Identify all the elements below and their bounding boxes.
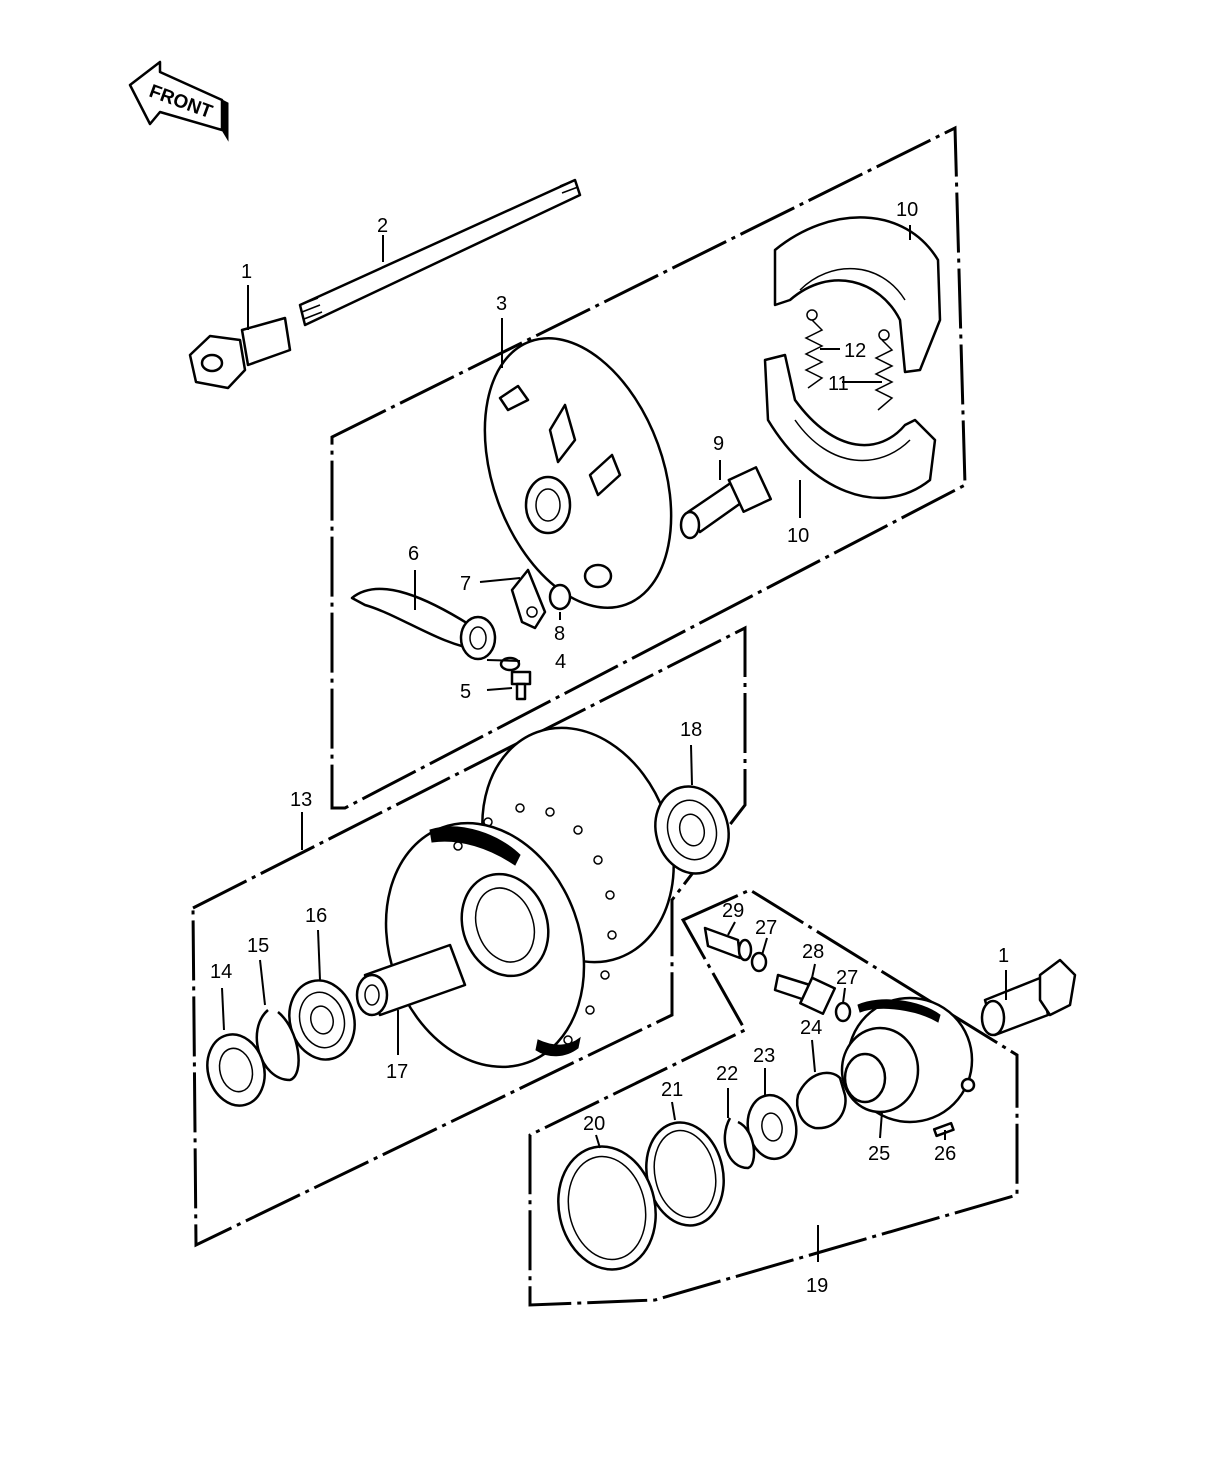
part-label-1-upper: 1 (241, 261, 252, 283)
shoe-spring-11 (874, 329, 894, 411)
part-label-28: 28 (802, 941, 824, 963)
leader-lines (221, 225, 1007, 1262)
part-label-14: 14 (210, 961, 232, 983)
pinion-gear-28 (773, 973, 837, 1016)
hub-group-frame (191, 625, 747, 1248)
axle-bolt-upper (188, 316, 292, 390)
part-label-10-upper: 10 (896, 199, 918, 221)
part-label-6: 6 (408, 543, 419, 565)
washer-27a (750, 951, 768, 973)
part-label-1-lower: 1 (998, 945, 1009, 967)
part-label-27-lower: 27 (836, 967, 858, 989)
speedometer-gear-group-frame (528, 888, 1019, 1307)
axle-bolt-lower (980, 958, 1077, 1037)
brake-shoe-upper (773, 216, 942, 374)
part-label-29: 29 (722, 900, 744, 922)
washer-27b (834, 1001, 852, 1023)
speedometer-gear-housing (840, 996, 976, 1124)
part-number-labels: 1 2 3 4 5 6 7 8 9 10 10 11 12 13 14 15 1… (210, 199, 1009, 1297)
brake-cam-lever (350, 587, 497, 661)
part-label-9: 9 (713, 433, 724, 455)
axle-shaft (298, 178, 582, 327)
oil-seal-14 (206, 1033, 266, 1107)
part-label-2: 2 (377, 215, 388, 237)
speedometer-fitting-29 (703, 926, 753, 962)
pin-26 (932, 1121, 955, 1138)
brake-shoe-lower (763, 353, 937, 500)
part-label-19: 19 (806, 1275, 828, 1297)
distance-collar (355, 943, 467, 1017)
part-label-8: 8 (554, 623, 565, 645)
front-arrow-icon: FRONT (128, 60, 229, 142)
wear-indicator-plate (510, 568, 547, 630)
part-label-18: 18 (680, 719, 702, 741)
part-label-27-upper: 27 (755, 917, 777, 939)
brake-camshaft (679, 466, 773, 540)
lever-bolt-5 (510, 670, 532, 701)
wheel-hub (384, 726, 675, 1069)
part-label-13: 13 (290, 789, 312, 811)
part-label-11: 11 (828, 373, 849, 395)
part-label-25: 25 (868, 1143, 890, 1165)
part-label-21: 21 (661, 1079, 683, 1101)
part-label-3: 3 (496, 293, 507, 315)
part-label-5: 5 (460, 681, 471, 703)
part-label-12: 12 (844, 340, 866, 362)
part-label-23: 23 (753, 1045, 775, 1067)
part-label-17: 17 (386, 1061, 408, 1083)
part-label-20: 20 (583, 1113, 605, 1135)
dust-cover-20 (557, 1145, 657, 1271)
part-label-7: 7 (460, 573, 471, 595)
part-label-16: 16 (305, 905, 327, 927)
brake-panel (483, 337, 673, 609)
part-label-26: 26 (934, 1143, 956, 1165)
part-label-10-lower: 10 (787, 525, 809, 547)
part-label-22: 22 (716, 1063, 738, 1085)
drive-plate-24 (796, 1071, 847, 1130)
brake-panel-group-frame (330, 125, 967, 810)
seal-ring-8 (548, 583, 572, 611)
part-label-15: 15 (247, 935, 269, 957)
part-label-24: 24 (800, 1017, 822, 1039)
circlip-15 (255, 1009, 300, 1082)
circlip-22 (723, 1117, 756, 1170)
ball-bearing-18 (654, 785, 730, 875)
shoe-spring-12 (804, 309, 824, 389)
hub-spoke-holes (453, 803, 617, 1045)
part-label-4: 4 (555, 651, 566, 673)
